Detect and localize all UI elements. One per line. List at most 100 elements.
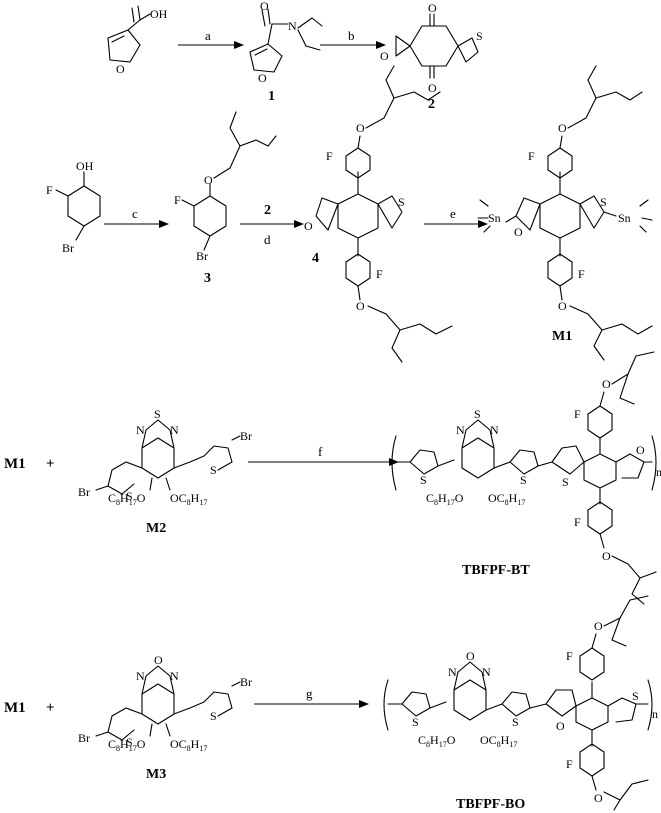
row-3: M1 + S N N S S Br Br C8H17O OC8H17 M2 f xyxy=(4,351,661,605)
compound-label-4: 4 xyxy=(312,251,319,266)
compound-label-tbfpf-bt: TBFPF-BT xyxy=(462,563,530,578)
atom-s-thio1-p1: S xyxy=(420,473,427,487)
c8h17o-left-p2: C8H17O xyxy=(418,733,456,749)
atom-o-core-p1: O xyxy=(636,443,645,457)
atom-o-bottom: O xyxy=(428,81,437,95)
compound-label-m2: M2 xyxy=(146,521,166,536)
polymer-tbfpf-bo-structure: O N N S S O S F O F O C8H17O OC8H17 n xyxy=(383,595,658,811)
atom-o-3: O xyxy=(204,173,213,187)
atom-n-amide: N xyxy=(288,19,297,33)
monomer-m2-structure: S N N S S Br Br C8H17O OC8H17 xyxy=(78,407,252,507)
step-label-c: c xyxy=(132,206,138,221)
reagent-label-2: 2 xyxy=(264,203,271,218)
atom-oh: OH xyxy=(150,7,168,21)
furoic-acid-structure: OH O xyxy=(107,5,168,76)
step-label-d: d xyxy=(264,232,271,247)
reactant-m1-row4: M1 xyxy=(4,700,26,716)
atom-s-thio-left-m3: S xyxy=(126,735,133,749)
atom-o-ring-m1: O xyxy=(514,225,523,239)
atom-f-bottom-4: F xyxy=(376,267,383,281)
repeat-n-p1: n xyxy=(656,465,661,479)
compound-label-1: 1 xyxy=(268,89,275,104)
atom-o-top-4: O xyxy=(356,121,365,135)
atom-o-bottom-p2: O xyxy=(594,791,603,805)
bromofluorophenol-structure: OH F Br xyxy=(46,159,101,255)
atom-s-core-p2: S xyxy=(632,689,639,703)
atom-o-top-m1: O xyxy=(558,121,567,135)
step-label-f: f xyxy=(318,444,323,459)
compound-label-2: 2 xyxy=(428,97,435,112)
atom-f-top-4: F xyxy=(326,149,333,163)
atom-oh-phenol: OH xyxy=(76,159,94,173)
atom-s-ring-m1: S xyxy=(600,195,607,209)
atom-n-bo-right: N xyxy=(170,669,179,683)
compound-label-tbfpf-bo: TBFPF-BO xyxy=(456,797,525,812)
atom-n-bo-left: N xyxy=(136,669,145,683)
step-label-g: g xyxy=(306,686,313,701)
polymer-tbfpf-bt-structure: S N N S S S O F O F O C8H17O OC8H17 n xyxy=(391,351,661,605)
atom-n-bt-left: N xyxy=(136,423,145,437)
atom-f-bottom-m1: F xyxy=(578,267,585,281)
c8h17o-left-p1: C8H17O xyxy=(426,491,464,507)
atom-br-left-m3: Br xyxy=(78,731,90,745)
atom-o-furan: O xyxy=(116,62,125,76)
atom-s-thio-left: S xyxy=(126,489,133,503)
atom-o-core-p2: O xyxy=(556,719,565,733)
row-1: OH O a O N O 1 b xyxy=(107,0,483,112)
atom-s-thio-right: S xyxy=(210,463,217,477)
atom-s-bt: S xyxy=(154,407,161,421)
atom-o-bottom-p1: O xyxy=(602,549,611,563)
atom-n-bt-right-p1: N xyxy=(490,423,499,437)
compound-label-m3: M3 xyxy=(146,767,166,782)
compound-label-3: 3 xyxy=(204,271,211,286)
atom-s-bt-p1: S xyxy=(474,407,481,421)
oc8h17-right-p1: OC8H17 xyxy=(488,491,525,507)
atom-br-right-m3: Br xyxy=(240,675,252,689)
compound-3-structure: O F Br xyxy=(174,111,277,263)
atom-s-thio2-p1: S xyxy=(520,473,527,487)
atom-f-top-m1: F xyxy=(528,149,535,163)
atom-o-bo-p2: O xyxy=(466,649,475,663)
atom-f-bottom-p1: F xyxy=(574,515,581,529)
compound-label-m1: M1 xyxy=(552,329,572,344)
atom-sn-left: Sn xyxy=(488,211,501,225)
reactant-m1-row3: M1 xyxy=(4,456,26,472)
monomer-m1-structure: Sn Sn O S O F F O xyxy=(477,65,653,361)
monomer-m3-structure: O N N S S Br Br C8H17O OC8H17 xyxy=(78,653,252,753)
atom-s-ring: S xyxy=(476,29,483,43)
oc8h17-right-p2: OC8H17 xyxy=(480,733,517,749)
c8h17o-left-m2: C8H17O xyxy=(108,491,146,507)
plus-sign-row3: + xyxy=(46,456,55,472)
atom-n-bo-left-p2: N xyxy=(448,665,457,679)
atom-s-thio-right-m3: S xyxy=(210,709,217,723)
atom-f-bottom-p2: F xyxy=(566,757,573,771)
step-label-e: e xyxy=(450,206,456,221)
atom-o-top: O xyxy=(428,1,437,15)
atom-s-thio1-p2: S xyxy=(412,715,419,729)
compound-4-structure: O F O S F O xyxy=(304,65,453,363)
c8h17o-left-m3: C8H17O xyxy=(108,737,146,753)
atom-o-carbonyl: O xyxy=(260,0,269,13)
atom-o-ring: O xyxy=(380,49,389,63)
atom-br-right-m2: Br xyxy=(240,429,252,443)
atom-o-furan-1: O xyxy=(258,71,267,85)
atom-o-ring-4: O xyxy=(304,219,313,233)
atom-f-3: F xyxy=(174,193,181,207)
row-4: M1 + O N N S S Br Br C8H17O OC8H17 M3 g xyxy=(4,595,658,812)
atom-sn-right: Sn xyxy=(618,211,631,225)
atom-o-bottom-4: O xyxy=(356,299,365,313)
atom-s-ring-4: S xyxy=(398,195,405,209)
atom-o-bottom-m1: O xyxy=(558,299,567,313)
atom-f-top-p2: F xyxy=(566,649,573,663)
atom-n-bo-right-p2: N xyxy=(482,665,491,679)
atom-o-top-p1: O xyxy=(602,377,611,391)
step-label-a: a xyxy=(205,28,211,43)
atom-n-bt-right: N xyxy=(170,423,179,437)
oc8h17-right-m2: OC8H17 xyxy=(170,491,207,507)
atom-br-left-m2: Br xyxy=(78,485,90,499)
atom-s-thio2-p2: S xyxy=(512,715,519,729)
atom-br-3: Br xyxy=(196,249,208,263)
atom-o-bo: O xyxy=(154,653,163,667)
atom-f-phenol: F xyxy=(46,183,53,197)
